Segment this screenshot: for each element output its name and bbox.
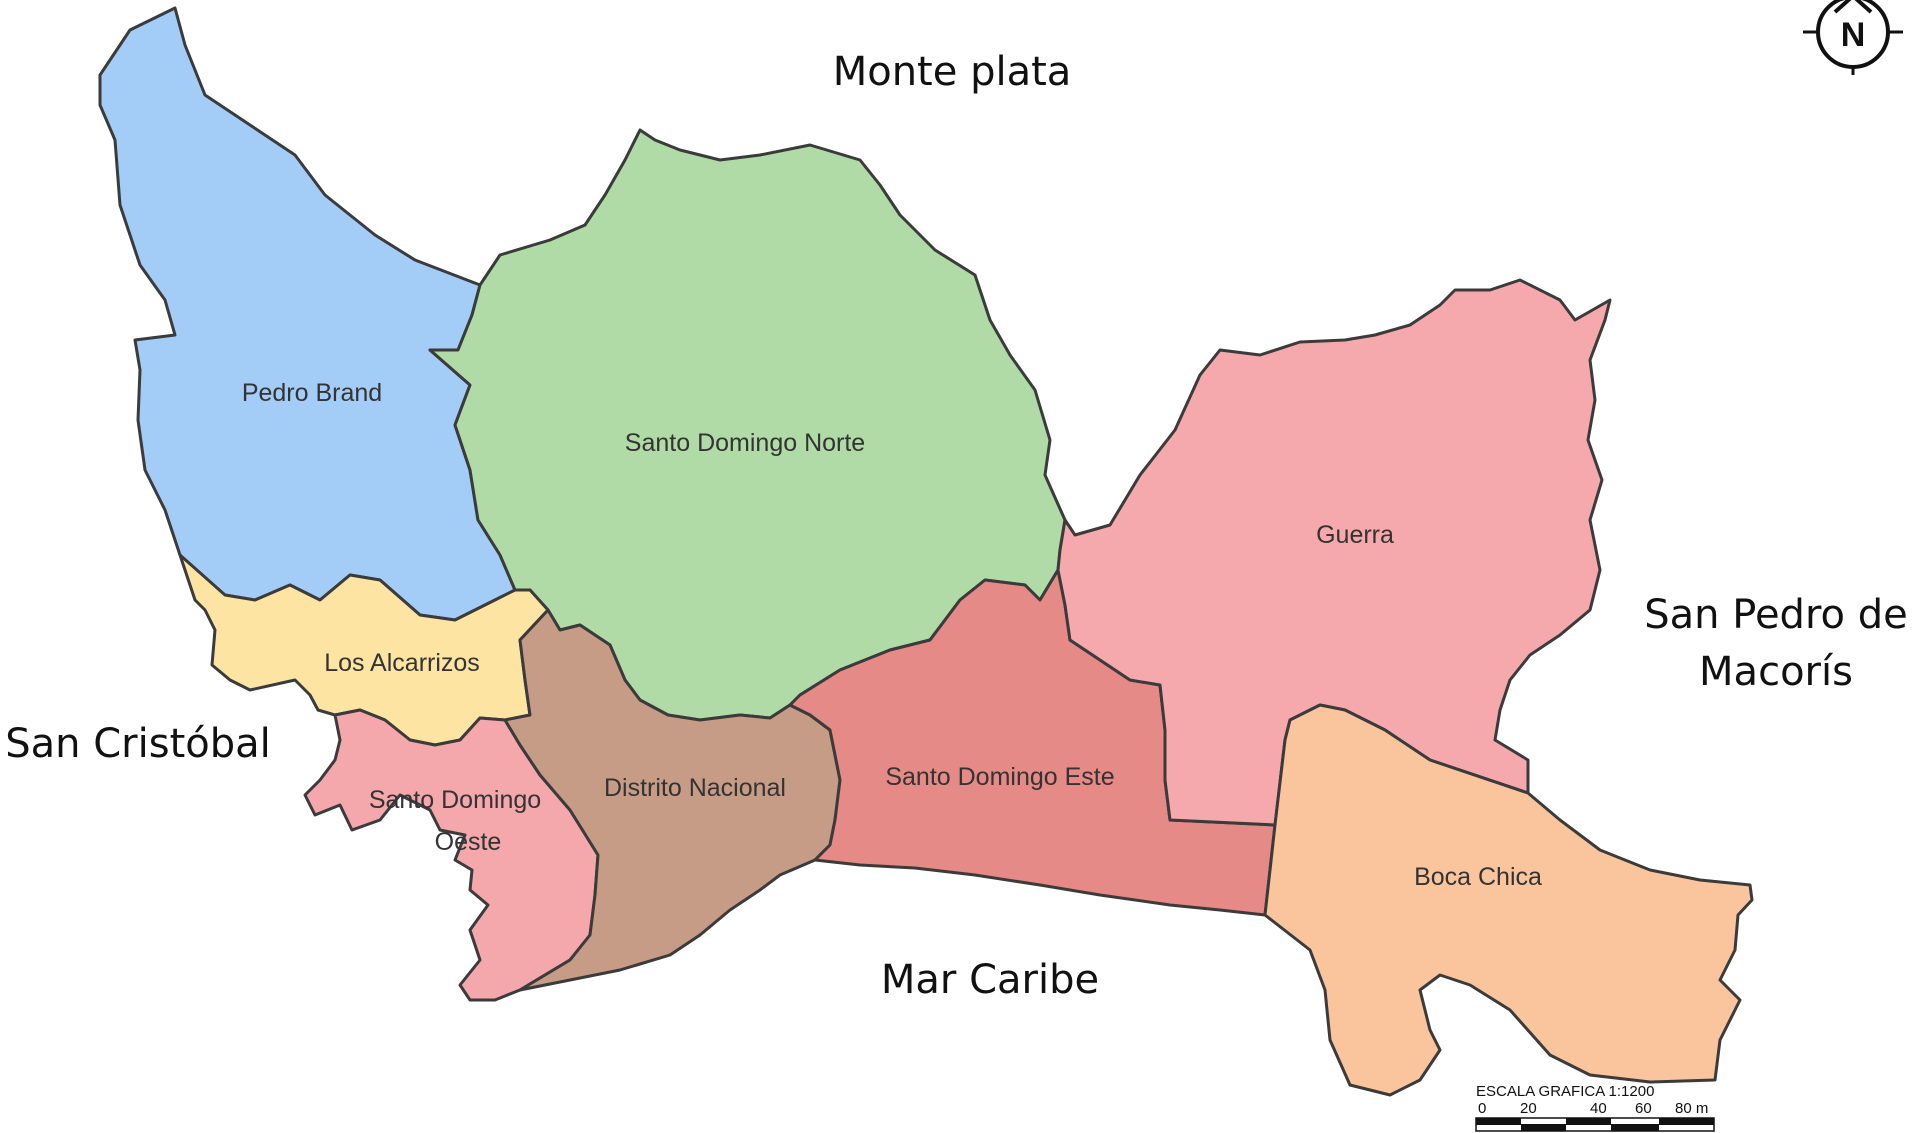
label-santo-domingo-norte: Santo Domingo Norte (625, 429, 865, 457)
label-pedro-brand: Pedro Brand (242, 379, 382, 407)
scale-bar: ESCALA GRAFICA 1:1200 0 20 40 60 80 m (1475, 1083, 1715, 1132)
label-mar-caribe: Mar Caribe (881, 957, 1099, 1003)
region-santo-domingo-oeste[interactable] (303, 708, 600, 1002)
region-pedro-brand[interactable] (98, 6, 517, 622)
scale-tick-20: 20 (1520, 1100, 1537, 1117)
label-santo-domingo-oeste-line2: Oeste (435, 828, 502, 856)
label-san-cristobal: San Cristóbal (5, 721, 270, 767)
scale-title: ESCALA GRAFICA 1:1200 (1476, 1083, 1654, 1100)
scale-tick-80: 80 m (1675, 1100, 1708, 1117)
region-boca-chica[interactable] (1263, 703, 1754, 1097)
compass-icon: N (1803, 0, 1903, 75)
label-guerra: Guerra (1316, 521, 1394, 549)
region-guerra[interactable] (1056, 278, 1612, 827)
scale-tick-40: 40 (1590, 1100, 1607, 1117)
label-san-pedro-line2: Macorís (1699, 649, 1853, 695)
label-san-pedro-line1: San Pedro de (1644, 592, 1907, 638)
label-monte-plata: Monte plata (833, 49, 1072, 95)
label-santo-domingo-oeste-line1: Santo Domingo (369, 786, 541, 814)
scale-tick-0: 0 (1478, 1100, 1486, 1117)
label-distrito-nacional: Distrito Nacional (604, 774, 786, 802)
label-santo-domingo-este: Santo Domingo Este (885, 763, 1114, 791)
scale-tick-60: 60 (1635, 1100, 1652, 1117)
compass-letter: N (1841, 16, 1866, 54)
label-los-alcarrizos: Los Alcarrizos (324, 649, 480, 677)
region-distrito-nacional[interactable] (503, 608, 842, 992)
label-boca-chica: Boca Chica (1414, 863, 1542, 891)
